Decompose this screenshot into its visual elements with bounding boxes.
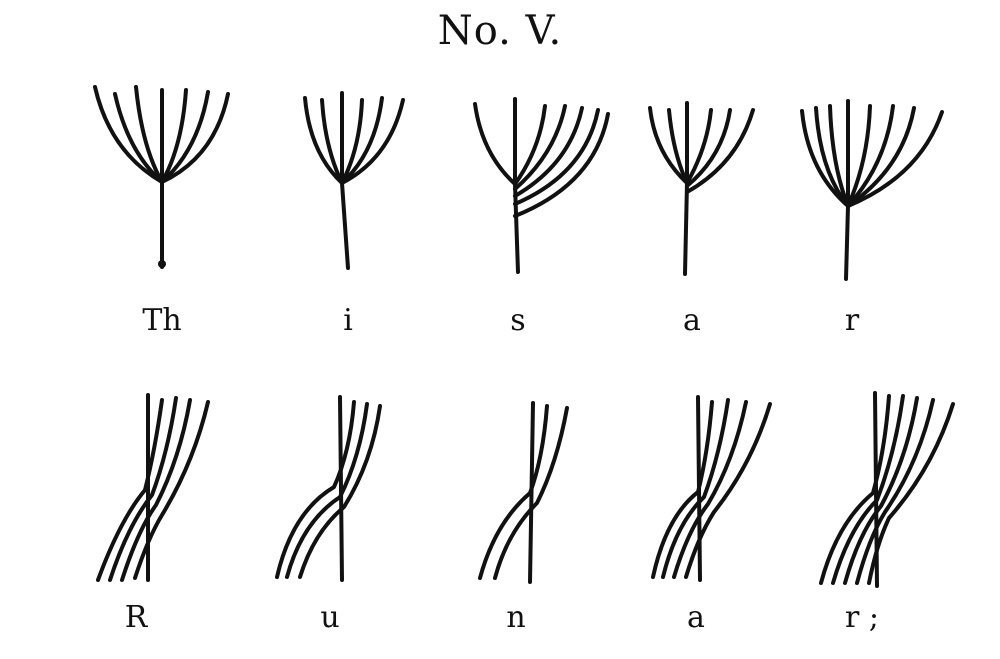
twisted-strands-glyph-a — [648, 392, 778, 584]
fan-tree-glyph-s — [470, 94, 615, 276]
letter-label: a — [687, 600, 705, 635]
twisted-strands-glyph-u — [272, 392, 387, 584]
fan-tree-glyph-a — [645, 98, 760, 278]
twisted-strands-glyph-r2 — [815, 388, 960, 590]
letter-label: a — [683, 303, 701, 338]
letter-label: s — [510, 303, 526, 338]
letter-label: r ; — [845, 600, 879, 635]
letter-label: i — [343, 303, 353, 338]
letter-label: R — [124, 600, 148, 635]
twisted-strands-glyph-n — [475, 398, 575, 586]
letter-label: Th — [142, 303, 182, 338]
letter-label: r — [844, 303, 860, 338]
fan-tree-glyph-r — [798, 96, 948, 284]
figure-title: No. V. — [437, 8, 563, 54]
letter-label: n — [506, 600, 526, 635]
fan-tree-glyph-th — [90, 82, 235, 272]
twisted-strands-glyph-r — [90, 390, 220, 585]
fan-tree-glyph-i — [300, 88, 410, 273]
letter-label: u — [320, 600, 340, 635]
